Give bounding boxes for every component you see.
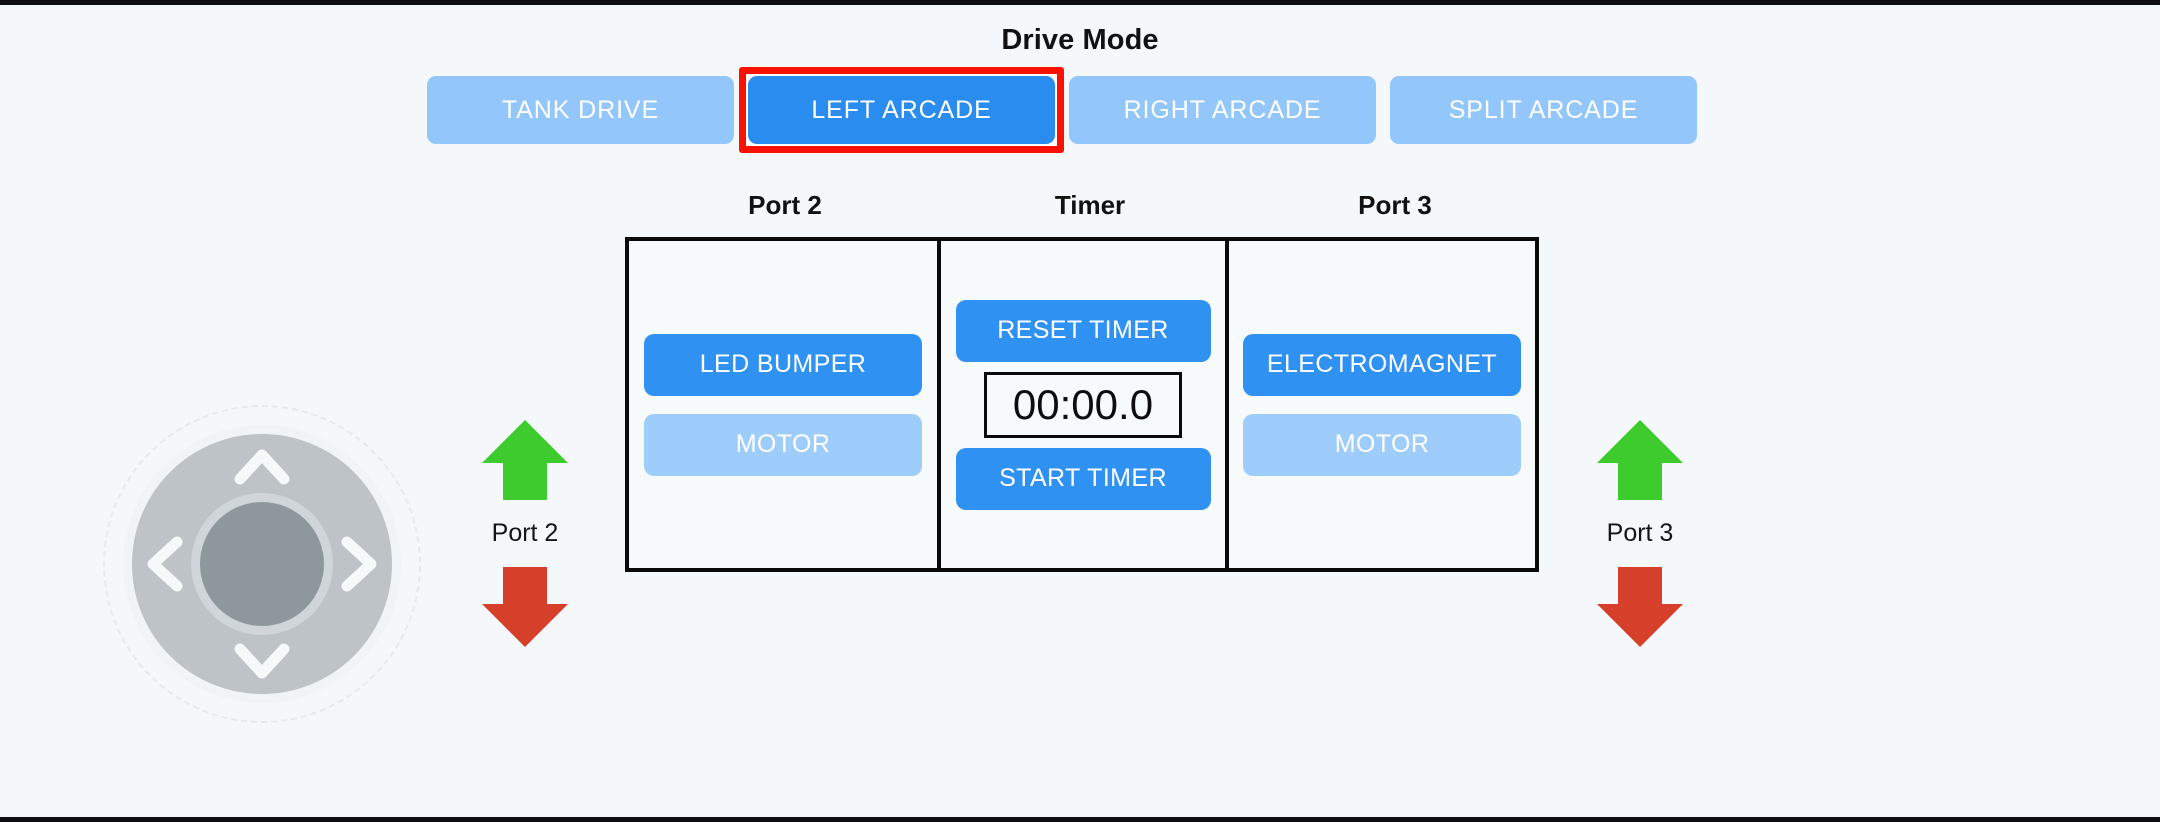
port3-down-arrow-icon[interactable] (1595, 562, 1685, 652)
dpad-center-stick[interactable] (191, 493, 333, 635)
drive-mode-selection-highlight: LEFT ARCADE (739, 67, 1064, 153)
dpad-left-arrow-icon[interactable] (137, 536, 193, 592)
electromagnet-button[interactable]: ELECTROMAGNET (1243, 333, 1521, 396)
dpad-right-arrow-icon[interactable] (331, 536, 387, 592)
port2-arrow-controls: Port 2 (455, 415, 595, 652)
drive-mode-option-right-wrap: RIGHT ARCADE (1069, 76, 1376, 144)
drive-mode-option-tank-wrap: TANK DRIVE (427, 76, 734, 144)
dpad-up-arrow-icon[interactable] (234, 439, 290, 495)
led-bumper-button[interactable]: LED BUMPER (644, 333, 922, 396)
dpad-ring[interactable] (123, 425, 401, 703)
panel-heading-timer: Timer (1054, 190, 1126, 220)
drive-mode-left-arcade-button[interactable]: LEFT ARCADE (748, 76, 1055, 144)
timer-panel: RESET TIMER 00:00.0 START TIMER (939, 237, 1227, 572)
control-panels: LED BUMPER MOTOR RESET TIMER 00:00.0 STA… (625, 237, 1539, 572)
bottom-edge-strip (0, 817, 2160, 822)
port3-arrow-label: Port 3 (1606, 519, 1674, 547)
drive-mode-split-arcade-button[interactable]: SPLIT ARCADE (1390, 76, 1697, 144)
dpad-joystick[interactable] (103, 405, 421, 723)
drive-mode-right-arcade-button[interactable]: RIGHT ARCADE (1069, 76, 1376, 144)
port2-down-arrow-icon[interactable] (480, 562, 570, 652)
dpad-outer-halo (103, 405, 421, 723)
drive-mode-title: Drive Mode (1001, 24, 1159, 56)
panel-heading-row: Port 2 Timer Port 3 (0, 190, 2160, 224)
panel-heading-port2: Port 2 (748, 190, 822, 220)
reset-timer-button[interactable]: RESET TIMER (955, 299, 1211, 362)
drive-mode-option-split-wrap: SPLIT ARCADE (1390, 76, 1697, 144)
port2-up-arrow-icon[interactable] (480, 415, 570, 505)
port3-arrow-controls: Port 3 (1570, 415, 1710, 652)
timer-display: 00:00.0 (984, 371, 1182, 438)
port2-arrow-label: Port 2 (491, 519, 559, 547)
port2-motor-button[interactable]: MOTOR (644, 413, 922, 476)
port3-panel: ELECTROMAGNET MOTOR (1227, 237, 1539, 572)
drive-mode-button-group: TANK DRIVE LEFT ARCADE RIGHT ARCADE SPLI… (427, 67, 2160, 153)
dpad-down-arrow-icon[interactable] (234, 633, 290, 689)
panel-heading-port3: Port 3 (1358, 190, 1432, 220)
start-timer-button[interactable]: START TIMER (955, 447, 1211, 510)
top-edge-strip (0, 0, 2160, 5)
port3-motor-button[interactable]: MOTOR (1243, 413, 1521, 476)
port2-panel: LED BUMPER MOTOR (625, 237, 939, 572)
drive-mode-tank-drive-button[interactable]: TANK DRIVE (427, 76, 734, 144)
port3-up-arrow-icon[interactable] (1595, 415, 1685, 505)
